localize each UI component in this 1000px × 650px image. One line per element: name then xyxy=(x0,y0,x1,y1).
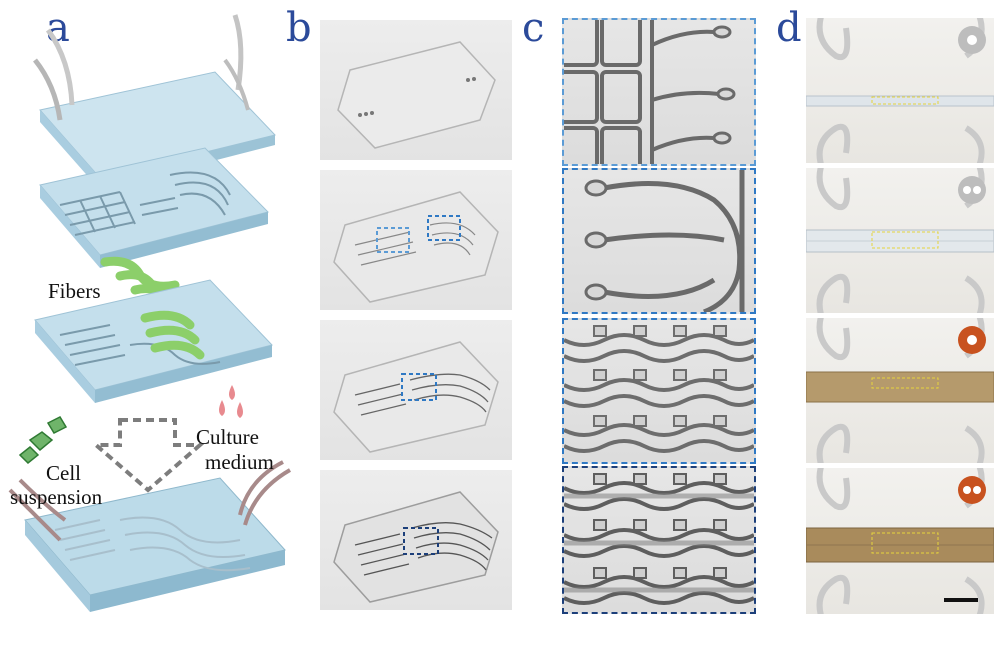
panel-label-d: d xyxy=(776,5,802,51)
zoom-view-3 xyxy=(562,318,756,464)
fiber-view-4 xyxy=(806,468,994,614)
schematic-panel xyxy=(0,0,300,650)
zoom-view-4 xyxy=(562,466,756,614)
chip-photo-1 xyxy=(320,20,512,160)
fiber-view-2 xyxy=(806,168,994,313)
channel-layer xyxy=(39,147,269,268)
cell-label-line1: Cell xyxy=(46,461,81,485)
chip-photo-2 xyxy=(320,170,512,310)
indicator-double-orange xyxy=(958,476,986,504)
panel-label-b: b xyxy=(286,5,312,51)
fiber-view-1 xyxy=(806,18,994,163)
panel-label-c: c xyxy=(522,5,545,51)
zoom-view-1 xyxy=(562,18,756,166)
chip-photo-3 xyxy=(320,320,512,460)
scale-bar xyxy=(944,598,978,602)
indicator-single-gray xyxy=(958,26,986,54)
fibers-label: Fibers xyxy=(48,279,101,303)
chip-schematic xyxy=(8,14,291,612)
indicator-single-orange xyxy=(958,326,986,354)
culture-label-line2: medium xyxy=(205,450,274,474)
cell-icons xyxy=(18,416,68,465)
top-lid-layer xyxy=(33,14,276,190)
medium-droplets xyxy=(219,385,243,418)
assembly-arrow xyxy=(90,418,206,493)
indicator-double-gray xyxy=(958,176,986,204)
zoom-view-2 xyxy=(562,168,756,314)
chip-photo-4 xyxy=(320,470,512,610)
culture-label-line1: Culture xyxy=(196,425,259,449)
cell-label-line2: suspension xyxy=(10,485,103,509)
fiber-view-3 xyxy=(806,318,994,463)
fiber-layer xyxy=(34,279,273,403)
assembled-chip xyxy=(8,460,291,612)
